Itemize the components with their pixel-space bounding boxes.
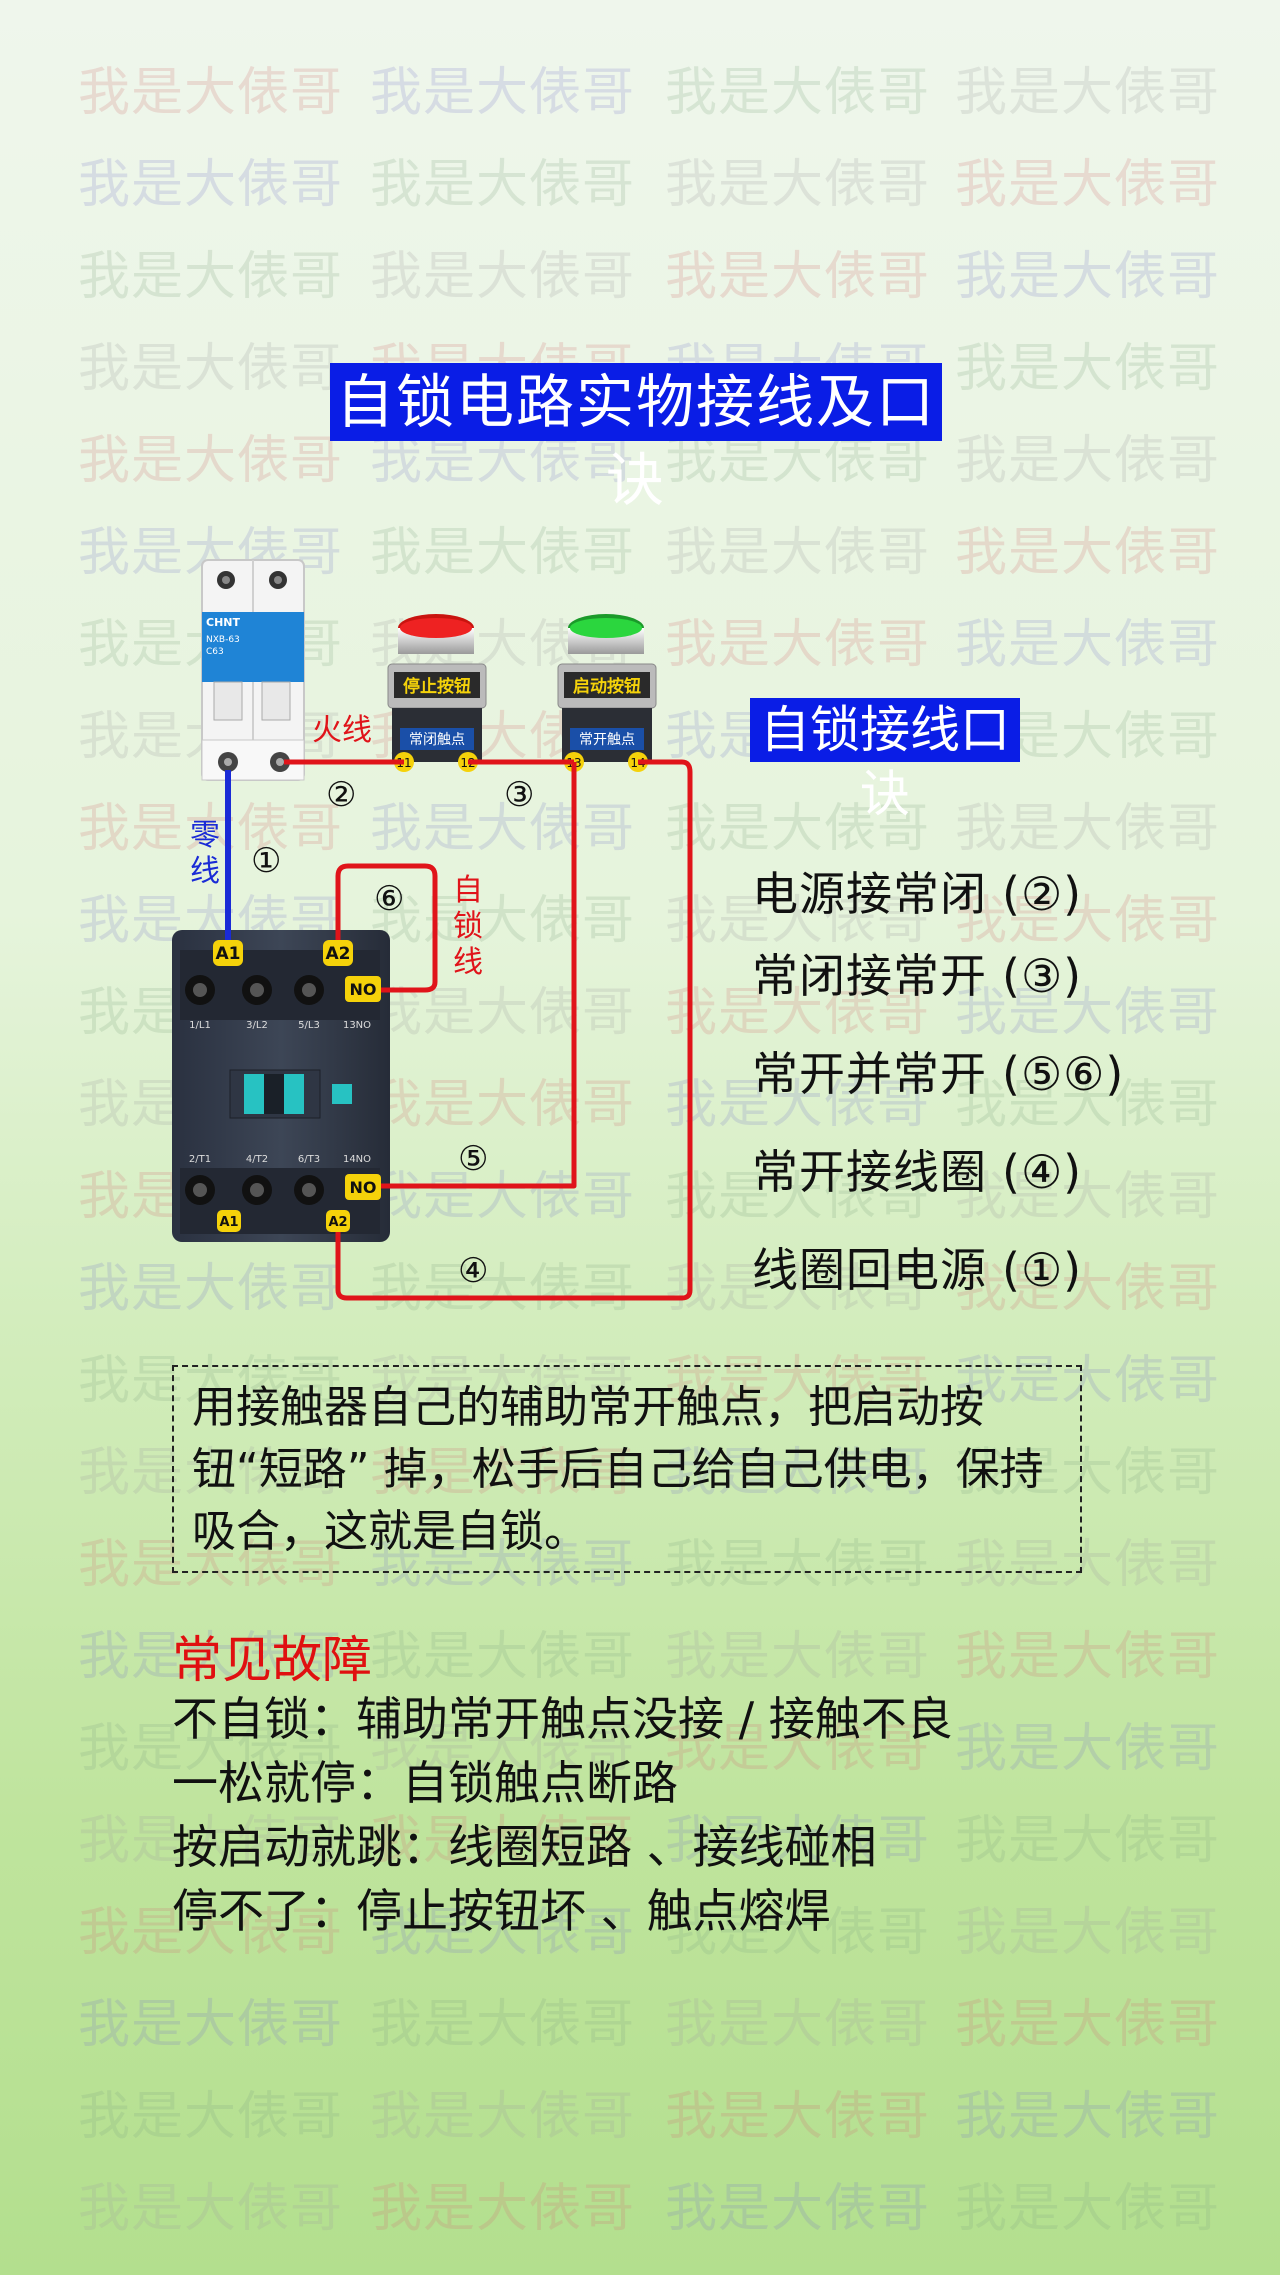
wire-5 [363, 762, 577, 1189]
fault-item: 一松就停：自锁触点断路 [172, 1756, 678, 1810]
breaker-model: NXB-63 [206, 635, 240, 645]
breaker-brand: CHNT [206, 616, 240, 629]
wire-number-6: ⑥ [374, 879, 404, 919]
explanation-box: 用接触器自己的辅助常开触点，把启动按钮“短路” 掉，松手后自己给自己供电，保持吸… [172, 1365, 1082, 1573]
tag-no-bottom: NO [350, 1178, 377, 1197]
wire-number-5: ⑤ [458, 1139, 488, 1179]
watermark-text: 我是大俵哥 [955, 2179, 1221, 2239]
fault-item: 停不了：停止按钮坏 、触点熔焊 [172, 1884, 831, 1938]
rule-item: 常闭接常开(③) [752, 949, 1083, 1003]
tag-a1-top: A1 [216, 944, 241, 964]
watermark-text: 我是大俵哥 [370, 1995, 636, 2055]
rule-item: 线圈回电源(①) [752, 1243, 1083, 1297]
start-button-contact-label: 常开触点 [579, 732, 635, 748]
rule-item: 电源接常闭(②) [752, 867, 1083, 921]
fault-item: 不自锁：辅助常开触点没接 / 接触不良 [172, 1692, 953, 1746]
breaker-rating: C63 [206, 647, 224, 657]
terminal-3-l2: 3/L2 [246, 1020, 268, 1031]
rule-item: 常开接线圈(④) [752, 1145, 1083, 1199]
wire-number-3: ③ [504, 775, 534, 815]
watermark-text: 我是大俵哥 [955, 1903, 1221, 1963]
watermark-text: 我是大俵哥 [665, 1627, 931, 1687]
watermark-text: 我是大俵哥 [370, 2179, 636, 2239]
wire-number-2: ② [326, 775, 356, 815]
wires [225, 759, 693, 1301]
label-selflock-wire: 自 锁 线 [453, 873, 493, 980]
circuit-breaker: CHNT NXB-63 C63 [201, 559, 305, 781]
terminal-4-t2: 4/T2 [246, 1154, 268, 1165]
watermark-text: 我是大俵哥 [78, 2179, 344, 2239]
start-button-label: 启动按钮 [573, 676, 641, 697]
watermark-text: 我是大俵哥 [955, 1811, 1221, 1871]
start-button: 启动按钮 常开触点 13 14 [557, 614, 657, 772]
watermark-text: 我是大俵哥 [955, 1719, 1221, 1779]
watermark-text: 我是大俵哥 [955, 1627, 1221, 1687]
terminal-13no: 13NO [343, 1020, 371, 1031]
wire-number-1: ① [251, 841, 281, 881]
watermark-text: 我是大俵哥 [955, 2087, 1221, 2147]
watermark-text: 我是大俵哥 [955, 1995, 1221, 2055]
wire-4 [335, 759, 693, 1301]
fault-item: 按启动就跳：线圈短路 、接线碰相 [172, 1820, 877, 1874]
stop-button-label: 停止按钮 [403, 676, 471, 697]
wire-number-4: ④ [458, 1251, 488, 1291]
faults-heading: 常见故障 [172, 1631, 372, 1689]
stop-button: 停止按钮 常闭触点 11 12 [387, 614, 487, 772]
watermark-text: 我是大俵哥 [78, 2087, 344, 2147]
watermark-text: 我是大俵哥 [78, 1995, 344, 2055]
tag-a2-top: A2 [326, 944, 351, 964]
watermark-text: 我是大俵哥 [665, 2087, 931, 2147]
selflock-wire [335, 863, 438, 993]
terminal-6-t3: 6/T3 [298, 1154, 320, 1165]
watermark-text: 我是大俵哥 [665, 1995, 931, 2055]
contactor-tags: A1 A2 NO NO A1 A2 [213, 940, 381, 1232]
terminal-14no: 14NO [343, 1154, 371, 1165]
label-live-wire: 火线 [312, 713, 372, 748]
watermark-text: 我是大俵哥 [370, 1627, 636, 1687]
tag-no-top: NO [350, 980, 377, 999]
rules-heading: 自锁接线口诀 [750, 698, 1020, 823]
wiring-diagram: CHNT NXB-63 C63 停止按钮 常闭触点 11 12 启动按钮 常开触… [172, 559, 693, 1301]
terminal-1-l1: 1/L1 [189, 1020, 211, 1031]
tag-a1-bottom: A1 [219, 1215, 238, 1230]
tag-a2-bottom: A2 [328, 1215, 347, 1230]
rule-item: 常开并常开(⑤⑥) [752, 1047, 1125, 1101]
page-title: 自锁电路实物接线及口诀 [330, 363, 942, 514]
watermark-text: 我是大俵哥 [370, 2087, 636, 2147]
label-neutral-wire: 零 线 [190, 818, 230, 889]
stop-button-contact-label: 常闭触点 [409, 732, 465, 748]
terminal-5-l3: 5/L3 [298, 1020, 320, 1031]
terminal-2-t1: 2/T1 [189, 1154, 211, 1165]
watermark-text: 我是大俵哥 [665, 2179, 931, 2239]
